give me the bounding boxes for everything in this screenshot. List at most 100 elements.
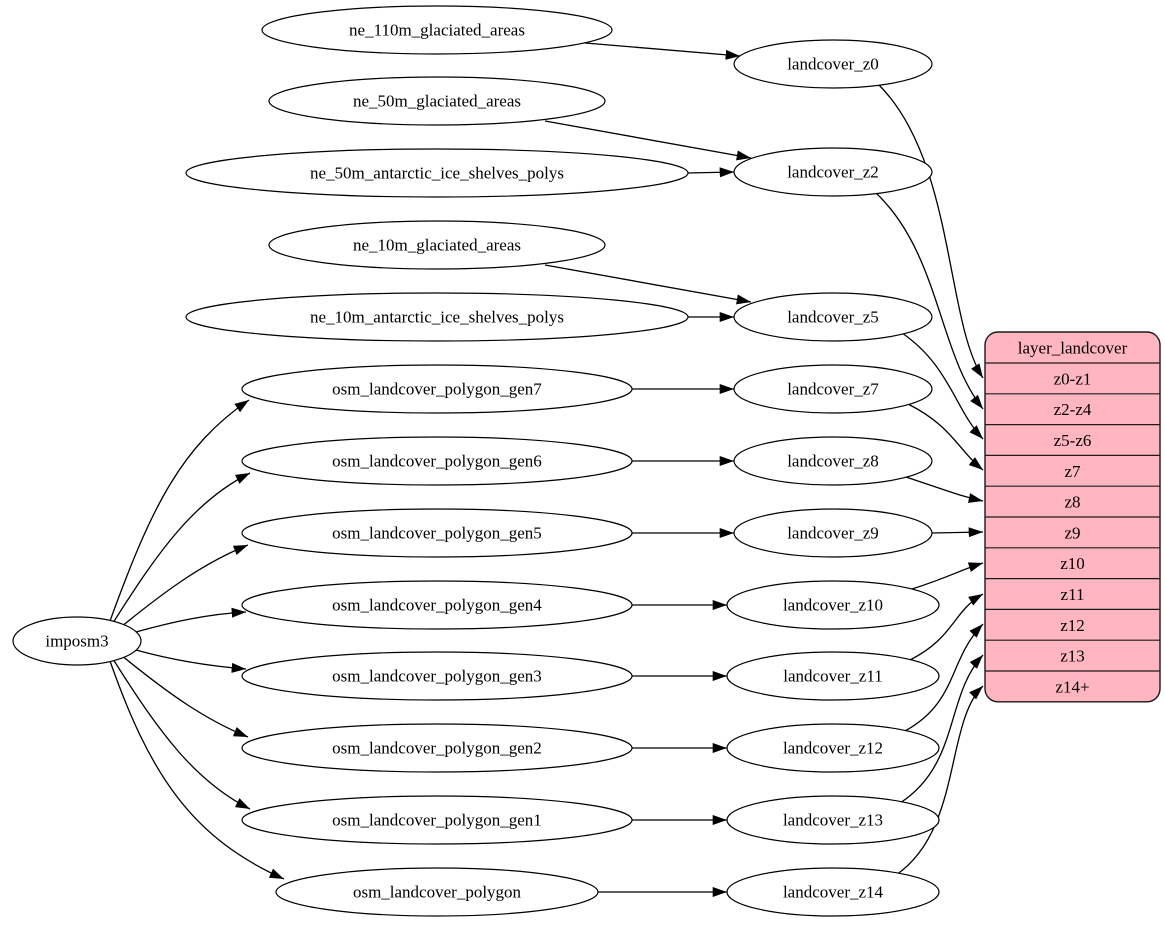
node-label-landcover_z11: landcover_z11 [783, 667, 882, 686]
edge-landcover_z5-to-row-z5-z6 [901, 332, 984, 440]
edge-imposm3-to-osm_landcover_polygon [109, 660, 285, 880]
node-label-landcover_z13: landcover_z13 [783, 811, 883, 830]
edge-landcover_z14-to-row-z14+ [895, 685, 984, 876]
node-osm_landcover_polygon_gen1: osm_landcover_polygon_gen1 [241, 795, 633, 845]
node-label-landcover_z9: landcover_z9 [787, 524, 879, 543]
table-row-z5-z6: z5-z6 [1054, 431, 1092, 450]
node-ellipse-landcover_z2 [733, 147, 933, 197]
table-row-z8: z8 [1064, 493, 1080, 512]
node-ellipse-landcover_z13 [726, 795, 940, 845]
node-ne_50m_antarctic_ice_shelves_polys: ne_50m_antarctic_ice_shelves_polys [185, 148, 689, 198]
table-layer: layer_landcover z0-z1 z2-z4 z5-z6 z7 z8 z9 z10 z… [984, 331, 1161, 703]
node-landcover_z8: landcover_z8 [733, 436, 933, 486]
node-ne_10m_antarctic_ice_shelves_polys: ne_10m_antarctic_ice_shelves_polys [185, 292, 689, 342]
node-ellipse-osm_landcover_polygon_gen7 [241, 364, 633, 414]
edge-imposm3-to-osm_landcover_polygon_gen4 [135, 607, 247, 633]
node-label-landcover_z7: landcover_z7 [787, 380, 879, 399]
edge-landcover_z13-to-row-z13 [899, 654, 984, 804]
node-landcover_z11: landcover_z11 [726, 651, 940, 701]
node-landcover_z10: landcover_z10 [726, 580, 940, 630]
node-ellipse-landcover_z11 [726, 651, 940, 701]
node-ellipse-osm_landcover_polygon_gen6 [241, 436, 633, 486]
edge-landcover_z10-to-row-z10 [911, 562, 984, 590]
node-ellipse-osm_landcover_polygon [275, 867, 599, 917]
node-label-osm_landcover_polygon_gen2: osm_landcover_polygon_gen2 [332, 739, 542, 758]
node-label-osm_landcover_polygon_gen1: osm_landcover_polygon_gen1 [332, 811, 542, 830]
node-label-landcover_z12: landcover_z12 [783, 739, 883, 758]
node-label-ne_50m_glaciated_areas: ne_50m_glaciated_areas [353, 92, 521, 111]
node-landcover_z14: landcover_z14 [726, 867, 940, 917]
table-row-z12: z12 [1060, 616, 1085, 635]
table-row-z13: z13 [1060, 647, 1085, 666]
node-landcover_z12: landcover_z12 [726, 723, 940, 773]
edge-ne_10m_glaciated_areas-to-landcover_z5 [544, 264, 752, 305]
table-row-z0-z1: z0-z1 [1054, 369, 1092, 388]
edge-imposm3-to-osm_landcover_polygon_gen2 [120, 654, 249, 738]
table-row-z10: z10 [1060, 554, 1085, 573]
node-ellipse-landcover_z5 [733, 292, 933, 342]
edge-imposm3-to-osm_landcover_polygon_gen6 [112, 472, 251, 624]
edge-imposm3-to-osm_landcover_polygon_gen1 [112, 658, 251, 810]
table-row-z2-z4: z2-z4 [1054, 400, 1092, 419]
node-label-osm_landcover_polygon: osm_landcover_polygon [353, 883, 522, 902]
node-landcover_z2: landcover_z2 [733, 147, 933, 197]
node-osm_landcover_polygon_gen5: osm_landcover_polygon_gen5 [241, 508, 633, 558]
node-label-ne_50m_antarctic_ice_shelves_polys: ne_50m_antarctic_ice_shelves_polys [310, 164, 564, 183]
node-ellipse-ne_10m_glaciated_areas [268, 220, 606, 270]
node-landcover_z7: landcover_z7 [733, 364, 933, 414]
node-landcover_z5: landcover_z5 [733, 292, 933, 342]
node-ellipse-ne_10m_antarctic_ice_shelves_polys [185, 292, 689, 342]
table-row-z9: z9 [1064, 523, 1080, 542]
node-label-landcover_z5: landcover_z5 [787, 308, 879, 327]
edge-ne_110m_glaciated_areas-to-landcover_z0 [584, 42, 741, 60]
table-row-z7: z7 [1064, 462, 1081, 481]
node-osm_landcover_polygon_gen3: osm_landcover_polygon_gen3 [241, 651, 633, 701]
node-osm_landcover_polygon_gen2: osm_landcover_polygon_gen2 [241, 723, 633, 773]
node-ellipse-ne_50m_antarctic_ice_shelves_polys [185, 148, 689, 198]
table-title: layer_landcover [1018, 339, 1128, 358]
node-layer: imposm3 ne_110m_glaciated_areas ne_50m_gla… [12, 5, 940, 917]
node-ellipse-osm_landcover_polygon_gen1 [241, 795, 633, 845]
node-ellipse-landcover_z9 [733, 508, 933, 558]
node-ellipse-landcover_z0 [733, 39, 933, 89]
edge-landcover_z2-to-row-z2-z4 [874, 191, 984, 410]
node-label-landcover_z14: landcover_z14 [783, 883, 884, 902]
edge-landcover_z11-to-row-z11 [909, 593, 984, 661]
node-ellipse-landcover_z10 [726, 580, 940, 630]
node-label-osm_landcover_polygon_gen3: osm_landcover_polygon_gen3 [332, 667, 542, 686]
node-label-osm_landcover_polygon_gen5: osm_landcover_polygon_gen5 [332, 524, 542, 543]
node-osm_landcover_polygon: osm_landcover_polygon [275, 867, 599, 917]
edge-imposm3-to-osm_landcover_polygon_gen7 [109, 399, 250, 622]
table-row-z14+: z14+ [1055, 677, 1089, 696]
node-ellipse-osm_landcover_polygon_gen3 [241, 651, 633, 701]
node-imposm3: imposm3 [12, 616, 142, 666]
node-ne_50m_glaciated_areas: ne_50m_glaciated_areas [268, 76, 606, 126]
node-ellipse-landcover_z7 [733, 364, 933, 414]
node-osm_landcover_polygon_gen6: osm_landcover_polygon_gen6 [241, 436, 633, 486]
node-osm_landcover_polygon_gen4: osm_landcover_polygon_gen4 [241, 580, 633, 630]
node-ellipse-osm_landcover_polygon_gen2 [241, 723, 633, 773]
edge-imposm3-to-osm_landcover_polygon_gen5 [120, 544, 249, 628]
node-landcover_z0: landcover_z0 [733, 39, 933, 89]
node-label-osm_landcover_polygon_gen7: osm_landcover_polygon_gen7 [332, 380, 542, 399]
node-label-landcover_z10: landcover_z10 [783, 596, 883, 615]
node-ellipse-ne_110m_glaciated_areas [261, 5, 613, 55]
node-label-osm_landcover_polygon_gen6: osm_landcover_polygon_gen6 [332, 452, 542, 471]
edge-ne_50m_glaciated_areas-to-landcover_z2 [544, 120, 752, 161]
node-ellipse-ne_50m_glaciated_areas [268, 76, 606, 126]
layer-landcover-table: layer_landcover z0-z1 z2-z4 z5-z6 z7 z8 z9 z10 z… [984, 331, 1161, 703]
node-label-ne_10m_glaciated_areas: ne_10m_glaciated_areas [353, 236, 521, 255]
node-ellipse-landcover_z12 [726, 723, 940, 773]
edge-landcover_z8-to-row-z8 [905, 476, 984, 503]
node-ne_110m_glaciated_areas: ne_110m_glaciated_areas [261, 5, 613, 55]
edge-landcover_z12-to-row-z12 [904, 623, 984, 732]
node-ellipse-landcover_z8 [733, 436, 933, 486]
node-landcover_z13: landcover_z13 [726, 795, 940, 845]
node-label-landcover_z8: landcover_z8 [787, 452, 879, 471]
node-landcover_z9: landcover_z9 [733, 508, 933, 558]
table-row-z11: z11 [1061, 585, 1085, 604]
edge-ne_50m_antarctic_ice_shelves_polys-to-landcover_z2 [687, 167, 735, 178]
node-label-osm_landcover_polygon_gen4: osm_landcover_polygon_gen4 [332, 596, 542, 615]
